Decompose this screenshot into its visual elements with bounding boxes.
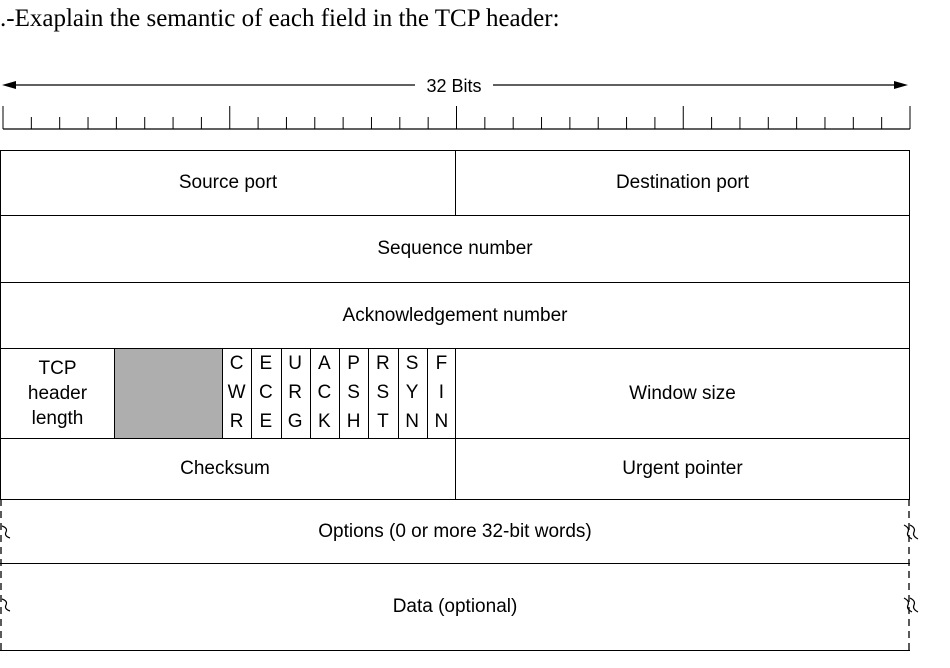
flag-cwr-letter: R — [229, 411, 244, 432]
source-port-label: Source port — [178, 172, 278, 193]
flag-psh-letter: S — [347, 382, 360, 403]
flag-ack-letter: C — [317, 382, 332, 403]
urgent-pointer-field: Urgent pointer — [455, 438, 910, 500]
data-label: Data (optional) — [392, 596, 518, 617]
flag-rst-letter: S — [376, 382, 390, 403]
break-mark-icon — [1, 598, 11, 612]
checksum-label: Checksum — [180, 458, 270, 479]
flag-rst-letter: T — [377, 411, 389, 432]
flag-psh-letter: H — [346, 411, 361, 432]
break-mark-icon — [1, 525, 11, 539]
acknowledgement-number-field: Acknowledgement number — [0, 282, 910, 349]
flag-divider — [251, 348, 253, 438]
variable-length-edges — [0, 499, 910, 651]
flag-syn-letter: S — [405, 353, 419, 374]
flag-divider — [280, 348, 282, 438]
checksum-field: Checksum — [0, 438, 456, 500]
flag-divider — [397, 348, 399, 438]
break-mark-icon — [903, 524, 919, 540]
flag-urg-letter: G — [287, 411, 303, 432]
flag-rst-letter: R — [376, 353, 390, 374]
tcp-header-length-line-3: length — [31, 408, 84, 429]
flag-ack-letter: A — [318, 353, 331, 374]
window-size-field: Window size — [455, 348, 910, 439]
break-mark-icon — [903, 597, 919, 613]
flag-divider — [339, 348, 340, 438]
acknowledgement-number-label: Acknowledgement number — [342, 304, 568, 326]
flag-fin-letter: I — [438, 382, 445, 403]
destination-port-label: Destination port — [615, 172, 750, 193]
tcp-header-length-field: TCP header length — [0, 348, 115, 439]
options-field: Options (0 or more 32-bit words) — [0, 499, 910, 564]
flag-fin-letter: F — [435, 353, 448, 374]
window-size-label: Window size — [629, 382, 736, 404]
flag-divider — [309, 348, 311, 438]
flag-syn-letter: N — [405, 411, 419, 432]
flag-ece-letter: E — [259, 353, 273, 374]
sequence-number-field: Sequence number — [0, 215, 910, 283]
source-port-field: Source port — [0, 150, 456, 216]
flag-ece-letter: E — [259, 411, 273, 432]
flags-field — [222, 348, 456, 439]
sequence-number-label: Sequence number — [377, 238, 533, 259]
data-field: Data (optional) — [0, 563, 910, 651]
tcp-header-length-line-1: TCP — [38, 358, 77, 379]
flag-syn-letter: Y — [405, 382, 419, 403]
bit-ruler — [2, 106, 911, 130]
flag-urg-letter: U — [288, 353, 302, 374]
tcp-header-length-line-2: header — [27, 383, 88, 404]
flag-psh-letter: P — [347, 353, 360, 374]
flag-cwr-letter: W — [227, 382, 246, 403]
flag-divider — [368, 348, 370, 438]
flag-cwr-letter: C — [229, 353, 244, 374]
options-label: Options (0 or more 32-bit words) — [318, 520, 592, 542]
reserved-field — [114, 348, 223, 439]
flag-ack-letter: K — [318, 411, 331, 432]
width-label: 32 Bits — [415, 73, 493, 99]
flag-fin-letter: N — [434, 411, 449, 432]
flag-urg-letter: R — [288, 382, 302, 403]
urgent-pointer-label: Urgent pointer — [622, 458, 743, 479]
flag-divider — [426, 348, 428, 438]
question-text: .-Exaplain the semantic of each field in… — [0, 5, 560, 32]
flag-ece-letter: C — [259, 382, 273, 403]
destination-port-field: Destination port — [455, 150, 910, 216]
